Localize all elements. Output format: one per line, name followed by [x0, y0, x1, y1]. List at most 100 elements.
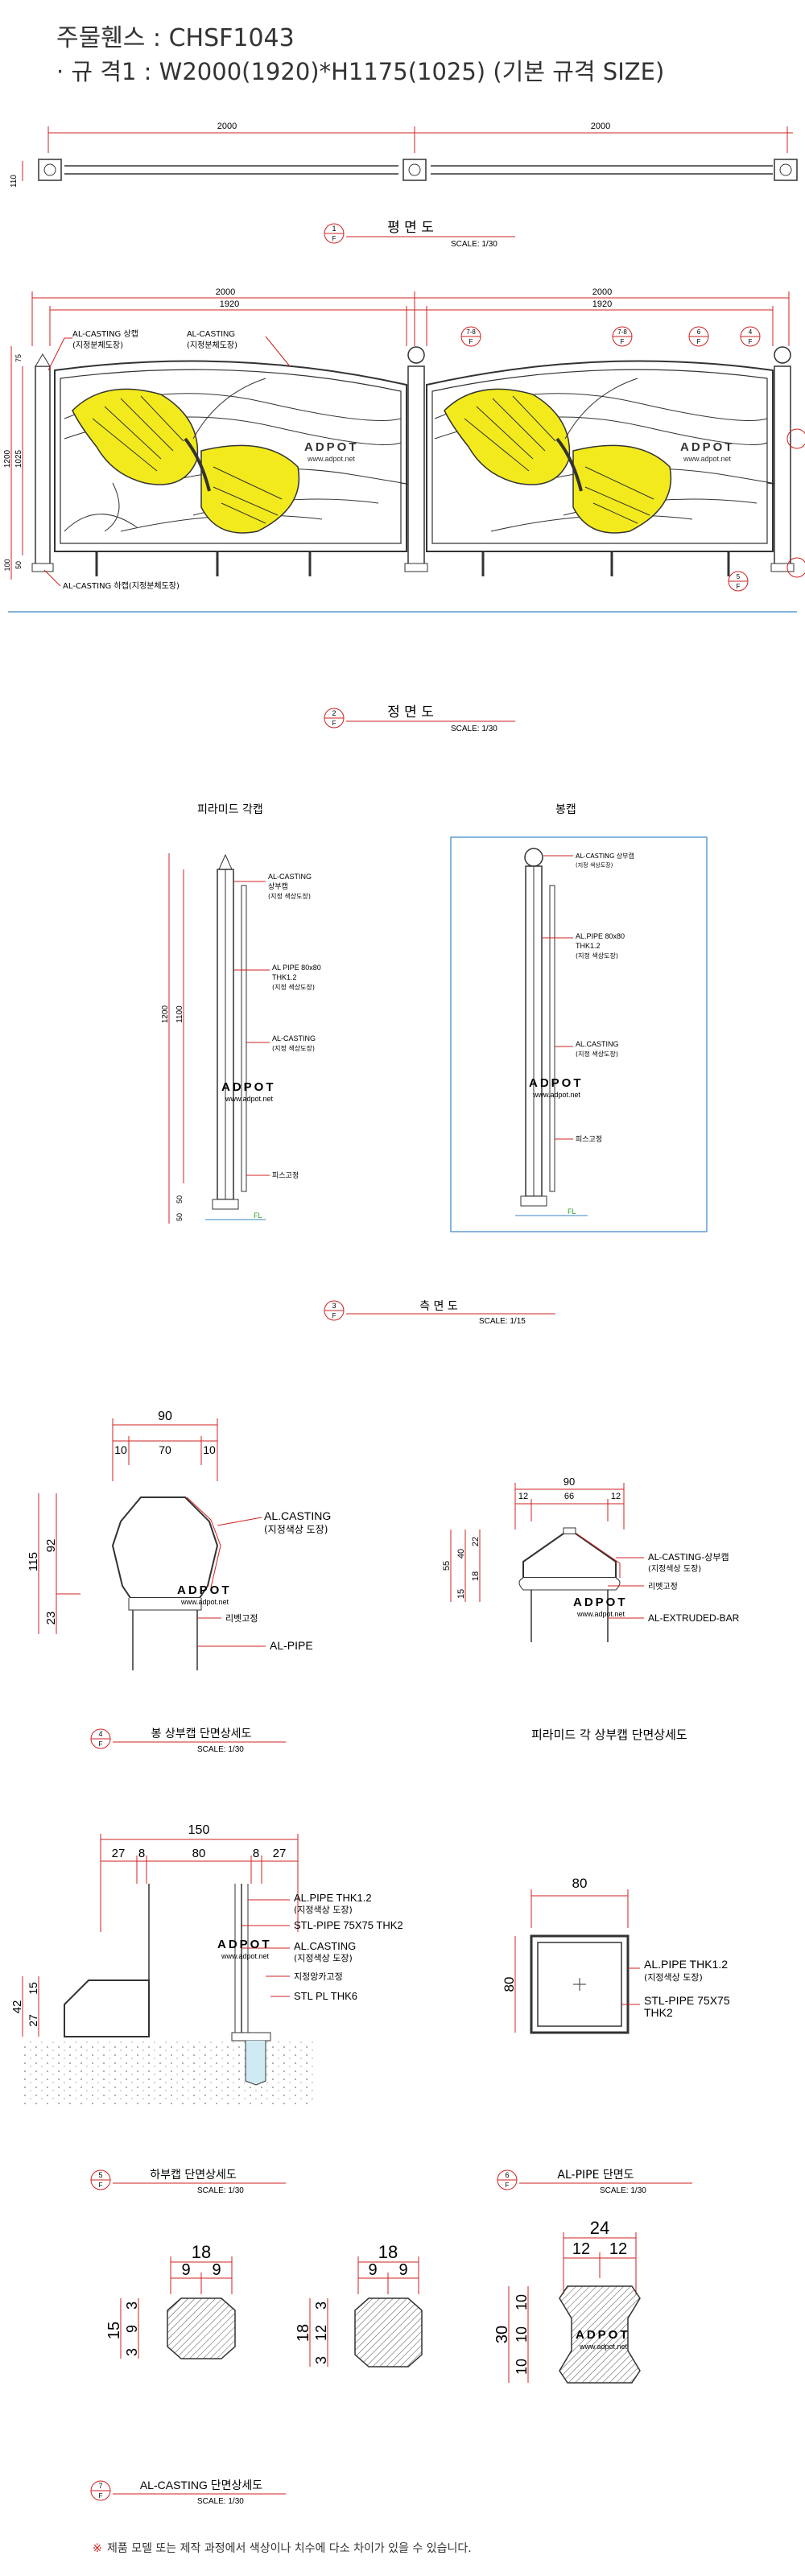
- pyramid-label-2: (지정색상 도장): [648, 1564, 701, 1574]
- side-right-title: 봉캡: [555, 803, 576, 816]
- detail4-side-2: 92: [44, 1539, 58, 1553]
- front-dimensions: 2000 2000 1920 1920 1200 1025 75 100 50: [3, 287, 790, 580]
- butterfly-wing-upper-2: [444, 388, 571, 485]
- detail4-dim-2: 10: [114, 1443, 127, 1456]
- detail6-title: AL-PIPE 단면도: [557, 2169, 634, 2182]
- front-side-dim-2: 1025: [14, 449, 23, 468]
- d7b-side-4: 3: [313, 2356, 329, 2364]
- side-right-frame: [450, 836, 708, 1232]
- pyramid-label-3: 리벳고정: [648, 1582, 678, 1591]
- detail5-title-sub: F: [99, 2182, 103, 2189]
- side-left-label-9: 피스고정: [272, 1171, 299, 1180]
- callout-3-no: 6: [697, 328, 701, 336]
- front-dim-top-2: 2000: [592, 287, 612, 297]
- side-view-round-cap: FL AL-CASTING 상부캡 (지정 색상도장) AL.PIPE 80x8…: [450, 836, 708, 1232]
- detail-5-drawing: 150 27 8 80 8 27 42 27 15 AL.PIPE THK1.2…: [10, 1823, 403, 2105]
- detail4-label-2: (지정색상 도장): [264, 1524, 328, 1535]
- detail5-scale: SCALE: 1/30: [197, 2186, 244, 2195]
- front-labels: AL-CASTING 상캡 (지정분체도장) AL-CASTING (지정분체도…: [43, 329, 291, 591]
- d7a-side-4: 3: [124, 2348, 140, 2356]
- detail-7-section-b: 18 9 9 18 3 12 3: [295, 2242, 423, 2368]
- d7a-top-2: 9: [181, 2261, 190, 2279]
- d7b-side-1: 18: [295, 2324, 312, 2342]
- watermark-url-7: www.adpot.net: [221, 1952, 270, 1960]
- plan-post-1: [38, 159, 62, 181]
- side-dim-3: 50: [175, 1195, 184, 1203]
- detail4-dim-4: 10: [203, 1443, 216, 1456]
- front-side-dim-3: 75: [14, 354, 23, 362]
- plan-title-sub: F: [332, 235, 336, 242]
- watermark-url-1: www.adpot.net: [307, 455, 356, 463]
- front-dim-inner-1: 1920: [220, 299, 239, 309]
- label-casting-top: AL-CASTING 상캡: [72, 329, 138, 339]
- detail5-dim-3: 8: [138, 1847, 145, 1860]
- watermark-url-2: www.adpot.net: [683, 455, 732, 463]
- detail4-title: 봉 상부캡 단면상세도: [151, 1728, 252, 1740]
- plan-scale: SCALE: 1/30: [451, 240, 497, 249]
- label-casting-sub: (지정분체도장): [187, 341, 237, 350]
- pipe-section-outer: [530, 1934, 630, 2034]
- plan-title-no: 1: [332, 225, 336, 233]
- detail5-label-6: 지정앙카고정: [294, 1971, 343, 1982]
- detail5-label-2: (지정색상 도장): [294, 1905, 353, 1915]
- detail4-label-1: AL.CASTING: [264, 1509, 331, 1522]
- detail5-title-no: 5: [98, 2171, 102, 2179]
- front-dim-inner-2: 1920: [592, 299, 612, 309]
- plan-post-3: [774, 159, 798, 181]
- side-title-no: 3: [332, 1302, 336, 1310]
- side-fl-2: FL: [568, 1208, 576, 1216]
- header-title: 주물휀스 : CHSF1043: [56, 24, 295, 52]
- side-right-label-4: THK1.2: [576, 942, 601, 950]
- detail4-dim-3: 70: [159, 1443, 171, 1456]
- detail6-dim-h: 80: [502, 1977, 517, 1992]
- detail5-dim-4: 80: [192, 1847, 206, 1860]
- footer-text: 제품 모델 또는 제작 과정에서 색상이나 치수에 다소 차이가 있을 수 있습…: [107, 2542, 472, 2555]
- detail6-dim-w: 80: [572, 1876, 588, 1891]
- detail4-title-no: 4: [98, 1730, 102, 1738]
- pyramid-side-2: 22: [471, 1537, 481, 1546]
- anchor-bolt: [245, 2041, 266, 2086]
- detail-7-section-c: 24 12 12 30 10 10 10 ADPOT www.adpot.net: [493, 2218, 641, 2384]
- watermark-brand-4: ADPOT: [529, 1076, 584, 1090]
- side-dim-1: 1200: [161, 1005, 170, 1023]
- side-right-label-7: (지정 색상도장): [576, 1050, 618, 1058]
- side-right-label-3: AL.PIPE 80x80: [576, 932, 625, 940]
- d7a-side-3: 9: [124, 2325, 140, 2333]
- detail5-dim-5: 8: [253, 1847, 259, 1860]
- detail-4-title-block: 4 F 봉 상부캡 단면상세도 SCALE: 1/30: [90, 1728, 286, 1754]
- pyramid-label-1: AL-CASTING-상부캡: [648, 1552, 729, 1563]
- side-left-title: 피라미드 각캡: [197, 803, 263, 816]
- detail6-label-3: STL-PIPE 75X75: [644, 1994, 730, 2007]
- front-side-dim-5: 50: [14, 561, 23, 569]
- pyramid-label-4: AL-EXTRUDED-BAR: [648, 1612, 740, 1624]
- d7c-side-1: 30: [493, 2326, 511, 2343]
- detail7-title: AL-CASTING 단면상세도: [140, 2479, 262, 2491]
- callout-5-sub: F: [737, 583, 741, 590]
- detail4-title-sub: F: [99, 1740, 103, 1748]
- detail4-label-4: AL-PIPE: [270, 1639, 313, 1652]
- detail-6-title-block: 6 F AL-PIPE 단면도 SCALE: 1/30: [497, 2169, 692, 2195]
- watermark-brand-3: ADPOT: [221, 1080, 276, 1094]
- plan-dim-1: 2000: [217, 122, 237, 131]
- side-left-label-4: AL PIPE 80x80: [272, 964, 321, 972]
- side-left-label-8: (지정 색상도장): [272, 1044, 315, 1052]
- detail5-dim-6: 27: [273, 1847, 287, 1860]
- front-title: 정 면 도: [387, 704, 434, 720]
- detail6-title-no: 6: [505, 2171, 509, 2179]
- callout-2-sub: F: [621, 338, 625, 345]
- front-title-sub: F: [332, 720, 336, 727]
- label-casting: AL-CASTING: [187, 330, 235, 339]
- front-dim-top-1: 2000: [216, 287, 235, 297]
- callout-3-sub: F: [697, 338, 701, 345]
- detail6-label-1: AL.PIPE THK1.2: [644, 1958, 728, 1971]
- d7c-side-2: 10: [514, 2294, 530, 2310]
- pyramid-side-3: 40: [456, 1549, 466, 1558]
- plan-title-block: 1 F 평 면 도 SCALE: 1/30: [324, 220, 515, 249]
- detail-pyramid-drawing: 90 12 66 12 55 22 40 18 15 AL-CASTING-상부…: [442, 1476, 740, 1642]
- label-casting-top-sub: (지정분체도장): [72, 341, 123, 350]
- plan-post-2: [402, 159, 427, 181]
- side-right-label-5: (지정 색상도장): [576, 952, 618, 960]
- plan-dim-2: 2000: [591, 122, 610, 131]
- watermark-brand-7: ADPOT: [217, 1938, 272, 1951]
- detail6-label-4: THK2: [644, 2006, 673, 2019]
